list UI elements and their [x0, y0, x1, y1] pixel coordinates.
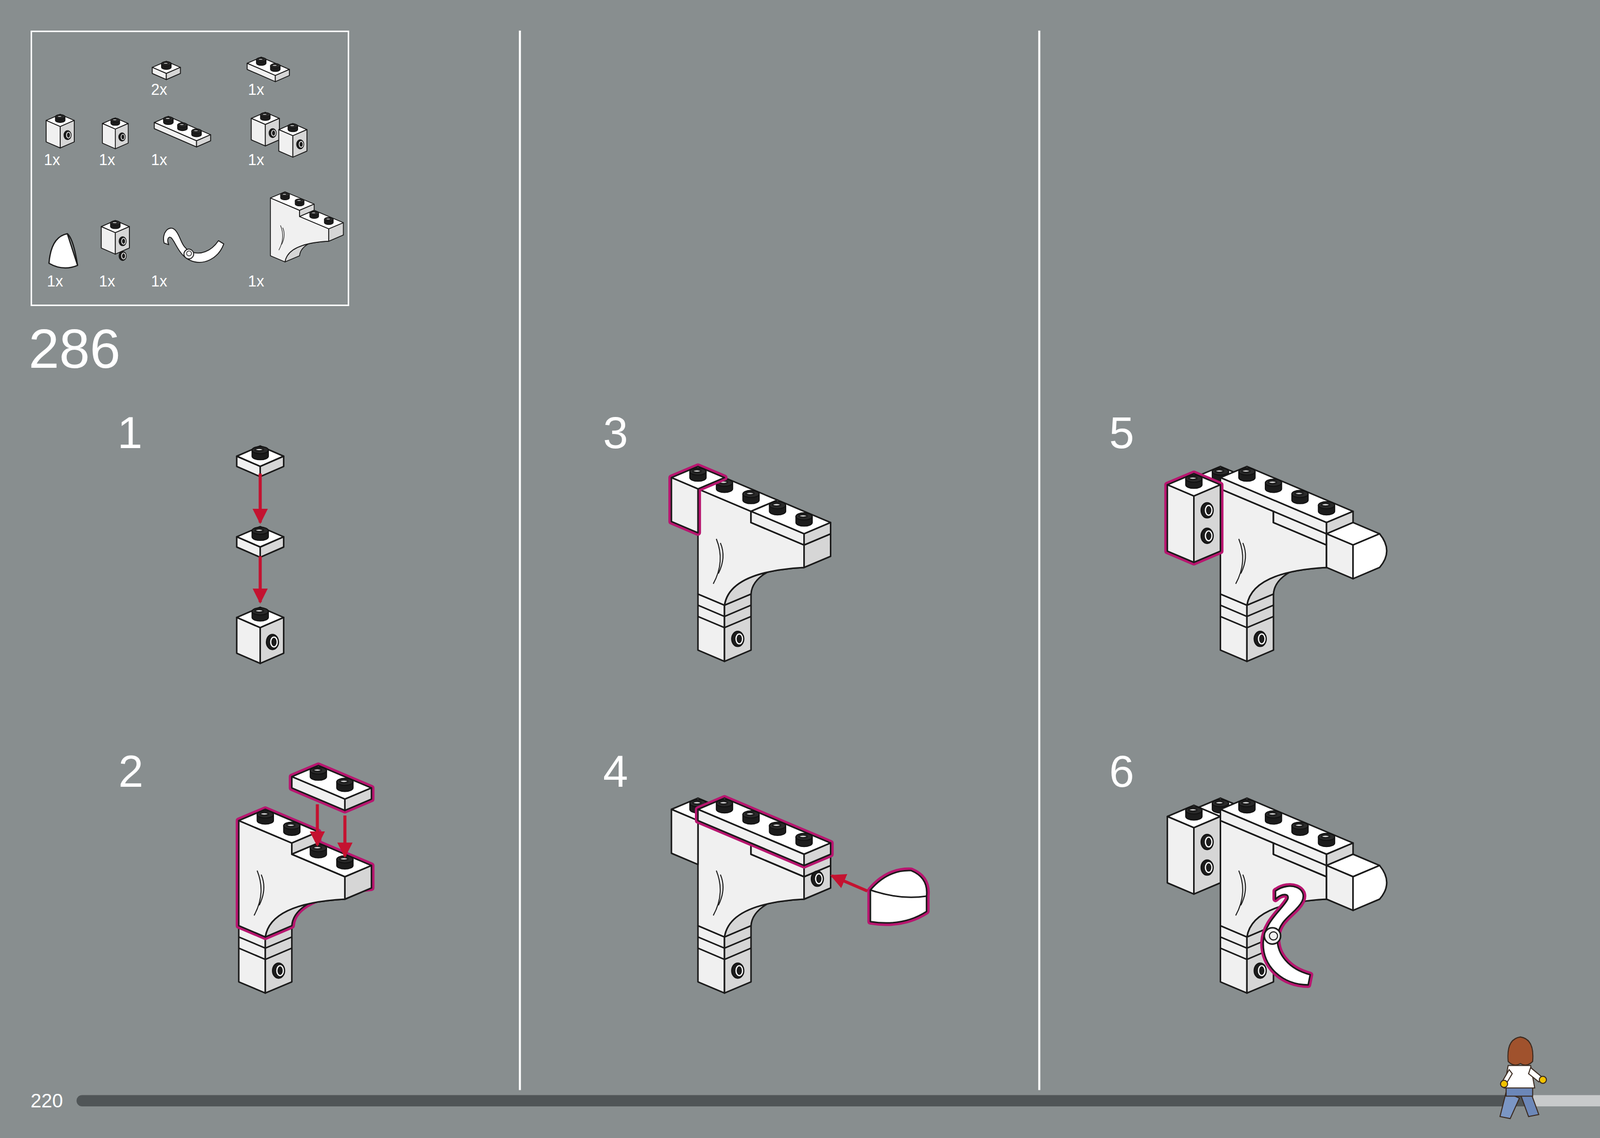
step-6-illustration — [1167, 798, 1387, 994]
minifigure — [1500, 1037, 1547, 1119]
part-count: 1x — [98, 152, 115, 168]
part-count: 1x — [151, 152, 168, 168]
step-2-illustration — [238, 765, 372, 994]
part-count: 1x — [47, 273, 64, 289]
step-3-illustration — [671, 466, 831, 662]
parts-list-pieces — [46, 57, 344, 270]
part-count: 1x — [98, 273, 115, 289]
callout-number: 2 — [118, 749, 144, 794]
parts-list-box: 2x 1x 1x 1x 1x 1x 1x 1x 1x 1x — [30, 30, 350, 307]
callout-number: 4 — [603, 749, 629, 794]
step-number: 286 — [28, 321, 121, 377]
callout-number: 1 — [117, 410, 143, 456]
progress-bar — [76, 1095, 1600, 1107]
part-count: 1x — [247, 81, 264, 98]
part-count: 1x — [247, 273, 264, 289]
part-count: 2x — [151, 81, 168, 98]
page-dividers — [519, 30, 1040, 1090]
callout-number: 3 — [603, 410, 629, 456]
callout-number: 6 — [1109, 749, 1135, 794]
step-1-illustration — [236, 446, 284, 664]
part-count: 1x — [247, 152, 264, 168]
part-count: 1x — [43, 152, 60, 168]
part-count: 1x — [151, 273, 168, 289]
callout-number: 5 — [1109, 410, 1135, 456]
page-number: 220 — [30, 1091, 63, 1111]
step-5-illustration — [1167, 466, 1387, 662]
step-4-illustration — [671, 798, 927, 994]
